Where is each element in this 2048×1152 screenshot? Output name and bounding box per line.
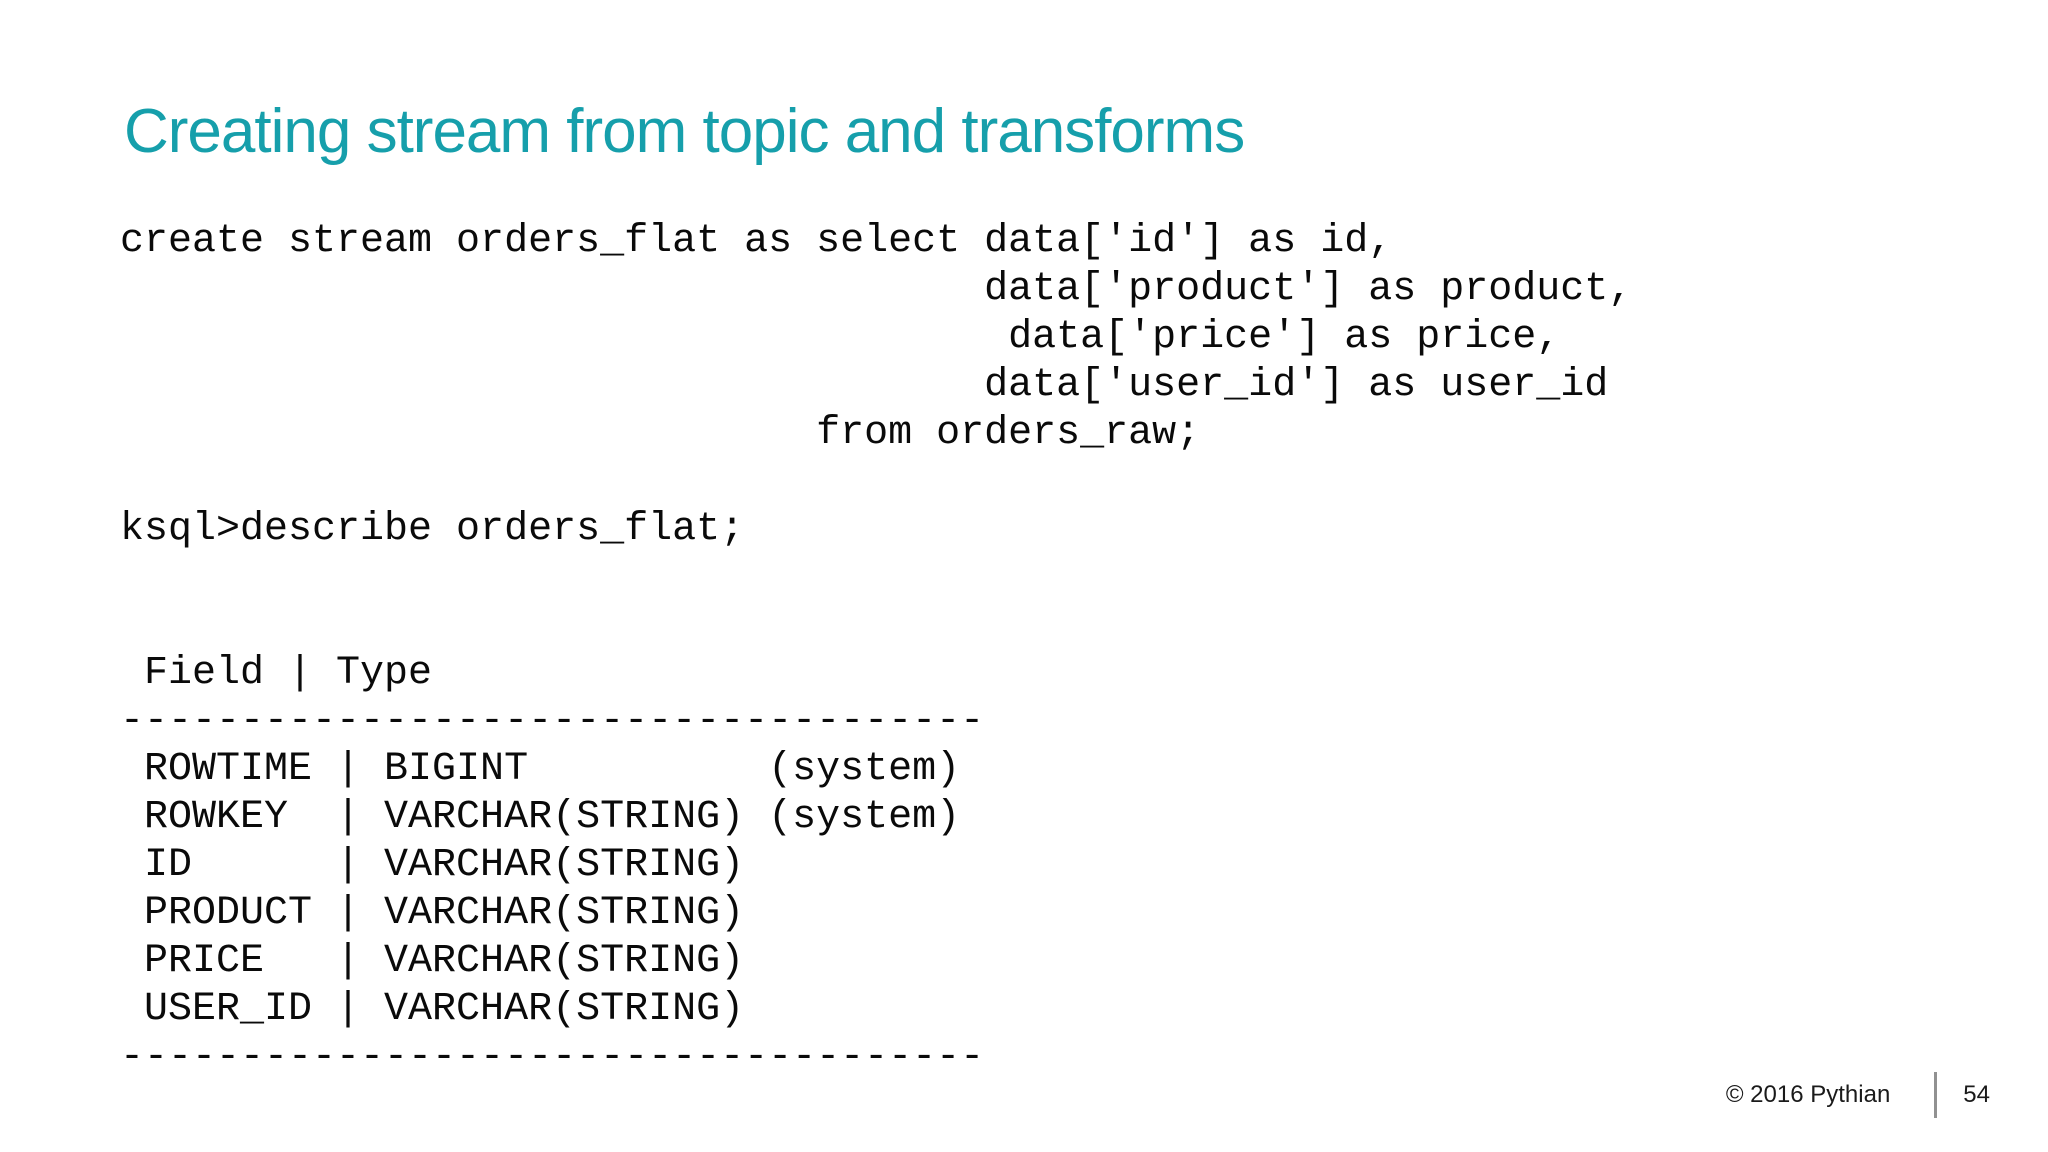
page-number: 54 bbox=[1963, 1081, 1990, 1108]
slide-title: Creating stream from topic and transform… bbox=[124, 97, 1245, 166]
create-stream-statement: create stream orders_flat as select data… bbox=[120, 219, 1633, 456]
terminal-text-area: create stream orders_flat as select data… bbox=[120, 218, 1632, 1082]
footer: © 2016 Pythian 54 bbox=[1726, 1072, 1990, 1118]
copyright-text: © 2016 Pythian bbox=[1725, 1081, 1891, 1108]
describe-output-table: Field | Type ---------------------------… bbox=[120, 651, 985, 1080]
ksql-describe-command: ksql>describe orders_flat; bbox=[120, 507, 745, 552]
footer-divider bbox=[1934, 1072, 1938, 1118]
